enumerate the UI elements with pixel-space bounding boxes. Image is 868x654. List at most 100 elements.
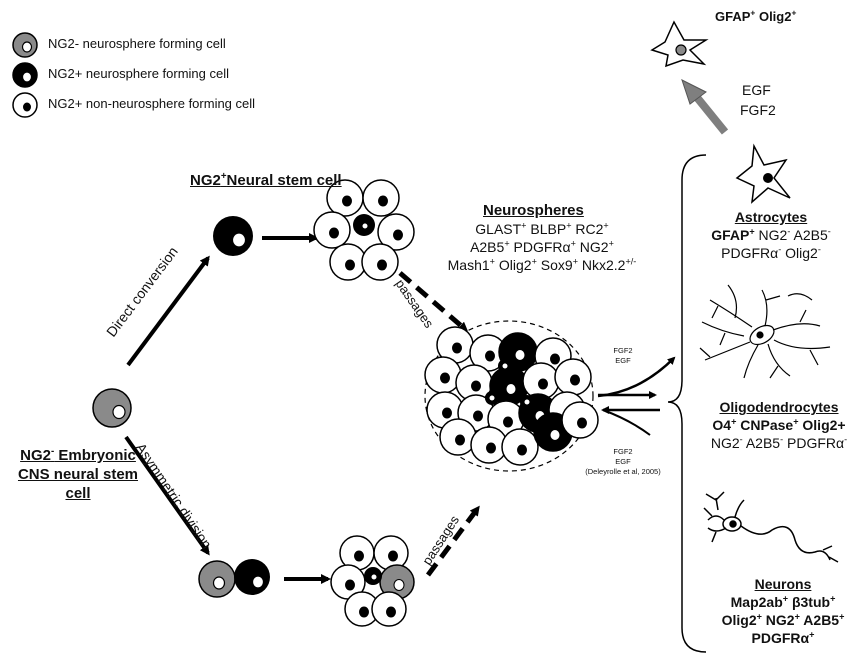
neuron-marker-term: Olig2+ (721, 611, 762, 628)
oligodendrocytes-block: Oligodendrocytes O4+ CNPase+ Olig2+ NG2-… (690, 398, 868, 453)
neurospheres-title: Neurospheres (483, 202, 584, 219)
neurospheres-markers-line1: GLAST+ BLBP+ RC2+ (432, 220, 652, 238)
gfap-olig2-star-cell (650, 20, 709, 68)
lineage-brace (667, 154, 707, 653)
sphere-cell-nucleus (452, 342, 462, 354)
factor-lower-fgf2: FGF2 (613, 447, 633, 456)
oligodendrocyte-marker-term: A2B5- (742, 434, 784, 452)
factor-top-fgf2: FGF2 (740, 102, 776, 118)
neuron-marker-term: Map2ab+ (730, 593, 789, 610)
oligodendrocyte-marker-term: NG2- (710, 434, 743, 452)
gray-arrowhead (681, 79, 707, 105)
neurosphere-marker-term: RC2+ (571, 220, 609, 237)
sphere-small-cell-nucleus (489, 395, 495, 401)
sphere-cell-nucleus (485, 350, 495, 362)
lower-cell-cluster (330, 535, 415, 627)
sphere-cell-nucleus (570, 374, 580, 386)
neurons-block: Neurons Map2ab+ β3tub+ Olig2+ NG2+ A2B5+… (700, 576, 866, 648)
neuron-marker-term: A2B5+ (799, 611, 845, 628)
sphere-cell-nucleus (455, 434, 465, 446)
astrocyte-marker-term: PDGFRα- (721, 244, 782, 262)
ng2-positive-stem-cell (213, 216, 253, 256)
neuron-marker-term: NG2+ (761, 611, 800, 628)
neurosphere-marker-term: Mash1+ (447, 256, 495, 274)
astrocytes-line1: GFAP+ NG2- A2B5- (678, 226, 864, 244)
oligodendrocytes-line1: O4+ CNPase+ Olig2+ (690, 416, 868, 434)
neurosphere-marker-term: GLAST+ (475, 220, 527, 237)
factor-lower-egf: EGF (615, 457, 631, 466)
asymmetric-daughter-pair (198, 559, 270, 598)
sphere-cell-nucleus (550, 353, 560, 365)
astrocytes-title: Astrocytes (734, 209, 808, 225)
passage-arrow-upper (398, 271, 469, 332)
oligodendrocyte-marker-term: PDGFRα- (783, 434, 848, 452)
sphere-cell-nucleus (473, 410, 483, 422)
neurospheres-markers-line2: A2B5+ PDGFRα+ NG2+ (432, 238, 652, 256)
sphere-cell-nucleus (549, 429, 561, 441)
astrocyte-marker-term: Olig2- (781, 244, 821, 262)
passage-arrow-lower (425, 505, 481, 577)
sphere-cell-nucleus (505, 383, 517, 395)
neuron-marker-term: β3tub+ (788, 593, 836, 610)
neurosphere-marker-term: NG2+ (575, 238, 614, 256)
neuron-cell (703, 491, 839, 563)
legend-icon-gray-cell (12, 32, 38, 58)
neurosphere-marker-term: A2B5+ (470, 238, 510, 256)
citation: (Deleyrolle et al, 2005) (585, 467, 661, 476)
oligodendrocytes-line2: NG2- A2B5- PDGFRα- (690, 434, 868, 452)
neurosphere-marker-term: Olig2+ (494, 256, 537, 274)
astrocyte-star-cell (735, 143, 791, 204)
neurosphere-marker-term: BLBP+ (526, 220, 572, 237)
neurons-title: Neurons (754, 576, 812, 592)
neurospheres-markers-line3: Mash1+ Olig2+ Sox9+ Nkx2.2+/- (432, 256, 652, 274)
legend-icon-white-cell (12, 92, 38, 118)
ng2-negative-stem-cell (92, 388, 132, 428)
upper-cell-cluster (313, 179, 415, 281)
sphere-small-cell-nucleus (502, 363, 508, 369)
sphere-cell-nucleus (471, 380, 481, 392)
neurosphere-marker-term: PDGFRα+ (509, 238, 576, 256)
astrocyte-marker-term: A2B5- (790, 226, 831, 244)
sphere-cell-nucleus (577, 417, 587, 429)
astrocyte-marker-term: GFAP+ (711, 226, 755, 244)
top-marker-term: Olig2+ (755, 7, 797, 24)
neuron-marker-term: PDGFRα+ (751, 629, 815, 646)
top-marker-term: GFAP+ (715, 7, 756, 24)
sphere-cell-nucleus (517, 444, 527, 456)
asymmetric-division-arrow (124, 435, 210, 556)
astrocyte-marker-term: NG2- (754, 226, 791, 244)
sphere-cell-nucleus (440, 372, 450, 384)
neurons-line1: Map2ab+ β3tub+ (700, 594, 866, 612)
legend-icon-black-cell (12, 62, 38, 88)
legend-label-gray: NG2- neurosphere forming cell (48, 36, 226, 51)
sphere-cell-nucleus (514, 349, 526, 361)
oligodendrocyte-marker-term: CNPase+ (736, 416, 799, 434)
neurosphere (424, 320, 599, 472)
neurosphere-marker-term: Nkx2.2+/- (578, 256, 637, 274)
neurosphere-marker-term: Sox9+ (536, 256, 578, 274)
oligodendrocyte-cell (699, 284, 831, 379)
gfap-olig2-label: GFAP+ Olig2+ (715, 7, 797, 25)
ng2-negative-stem-cell-title: NG2- Embryonic CNS neural stem cell (17, 446, 139, 502)
ng2-positive-stem-cell-title: NG2+Neural stem cell (190, 171, 342, 189)
direct-conversion-arrow (126, 255, 210, 367)
sphere-cell-nucleus (442, 407, 452, 419)
legend-label-black: NG2+ neurosphere forming cell (48, 66, 230, 81)
self-renewal-arrow (602, 409, 651, 436)
sphere-cell-nucleus (538, 378, 548, 390)
oligodendrocyte-marker-term: Olig2+ (798, 417, 846, 434)
neurospheres-markers: GLAST+ BLBP+ RC2+ A2B5+ PDGFRα+ NG2+ Mas… (432, 220, 652, 275)
gray-arrow (691, 92, 729, 135)
sphere-cell-nucleus (503, 416, 513, 428)
astrocytes-line2: PDGFRα- Olig2- (678, 244, 864, 262)
factor-upper-fgf2: FGF2 (613, 346, 633, 355)
factor-upper-egf: EGF (615, 356, 631, 365)
factor-top-egf: EGF (742, 82, 771, 98)
neurons-line2: Olig2+ NG2+ A2B5+ (700, 612, 866, 630)
sphere-cell-nucleus (486, 442, 496, 454)
oligodendrocytes-title: Oligodendrocytes (719, 399, 839, 415)
sphere-small-cell-nucleus (524, 399, 530, 405)
astrocytes-block: Astrocytes GFAP+ NG2- A2B5- PDGFRα- Olig… (678, 208, 864, 263)
